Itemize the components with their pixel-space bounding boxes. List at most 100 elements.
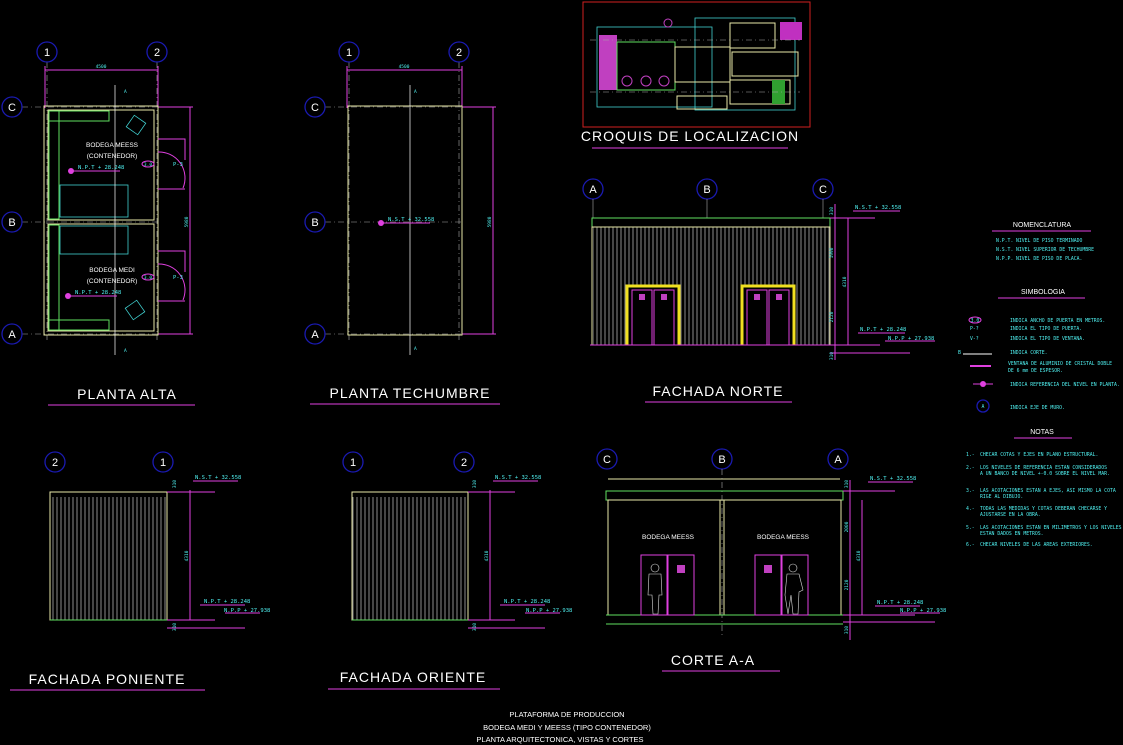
level-label: N.P.T + 28.248 (204, 599, 250, 605)
note-item: 1.- CHECAR COTAS Y EJES EN PLANO ESTRUCTU… (966, 452, 1098, 458)
svg-text:LOS NIVELES DE REFERENCIA ESTA: LOS NIVELES DE REFERENCIA ESTAN CONSIDER… (980, 465, 1107, 471)
svg-text:1990: 1990 (829, 247, 835, 258)
svg-text:B: B (311, 217, 318, 229)
section-mark: A (124, 89, 127, 95)
svg-text:V-?: V-? (970, 336, 979, 342)
level-label: N.S.T + 32.558 (855, 205, 901, 211)
svg-text:INDICA ANCHO DE PUERTA EN METR: INDICA ANCHO DE PUERTA EN METROS. (1010, 318, 1105, 324)
svg-text:2: 2 (52, 457, 58, 469)
axis-bubble-1: 1 (152, 451, 174, 473)
corte-a-a: C B A BODEGA MEESS BODEGA MEESS 310 2000… (596, 448, 946, 672)
section-mark: A (414, 89, 417, 95)
title-block: PLATAFORMA DE PRODUCCION BODEGA MEDI Y M… (476, 710, 651, 744)
axis-bubble-b: B (711, 448, 733, 470)
level-label: N.S.T + 32.558 (870, 476, 916, 482)
svg-text:4310: 4310 (842, 276, 848, 287)
svg-text:LAS ACOTACIONES ESTAN A EJES,: LAS ACOTACIONES ESTAN A EJES, ASI MISMO … (980, 488, 1116, 494)
svg-text:B: B (8, 217, 15, 229)
door (740, 284, 796, 346)
axis-bubble-a: A (304, 323, 326, 345)
axis-bubble-a: A (1, 323, 23, 345)
door (640, 554, 695, 616)
note-item: 5.-LAS ACOTACIONES ESTAN EN MILIMETROS Y… (966, 525, 1122, 537)
level-label: N.P.P + 27.938 (888, 336, 934, 342)
axis-bubble-2: 2 (146, 41, 168, 63)
svg-text:A: A (8, 329, 16, 341)
note-item: 4.-TODAS LAS MEDIDAS Y COTAS DEBERAN CHE… (966, 506, 1107, 518)
svg-text:2: 2 (461, 457, 467, 469)
svg-text:310: 310 (844, 480, 850, 488)
view-title: PLANTA TECHUMBRE (330, 385, 491, 401)
section-mark: A (414, 346, 417, 352)
svg-text:CHECAR COTAS Y EJES EN PLANO E: CHECAR COTAS Y EJES EN PLANO ESTRUCTURAL… (980, 452, 1098, 458)
axis-bubble-b: B (304, 211, 326, 233)
svg-text:B: B (703, 184, 710, 196)
svg-text:1: 1 (160, 457, 166, 469)
note-item: 2.- LOS NIVELES DE REFERENCIA ESTAN CONSI… (966, 465, 1110, 477)
svg-text:1: 1 (350, 457, 356, 469)
door (754, 554, 809, 616)
level-marker-icon (65, 293, 71, 299)
dim-length: 5980 (184, 216, 190, 227)
svg-text:A UN BANCO DE NIVEL +-0.0 SOBR: A UN BANCO DE NIVEL +-0.0 SOBRE EL NIVEL… (980, 471, 1110, 477)
note-item: 3.- LAS ACOTACIONES ESTAN A EJES, ASI MIS… (966, 488, 1116, 500)
axis-bubble-c: C (596, 448, 618, 470)
axis-bubble-1: 1 (36, 41, 58, 63)
level-label: N.S.T + 32.558 (195, 475, 241, 481)
svg-text:3.0: 3.0 (971, 318, 980, 324)
human-figure-icon (647, 563, 663, 615)
svg-text:A: A (834, 454, 842, 466)
room-sub: (CONTENEDOR) (87, 278, 138, 285)
door (625, 284, 681, 346)
door-type-tag: P-3 (173, 162, 183, 168)
room-name: BODEGA MEESS (757, 534, 810, 541)
svg-text:310: 310 (829, 207, 835, 215)
axis-bubble-b: B (1, 211, 23, 233)
planta-techumbre: 1 2 C B A 4500 5980 N.S.T + 32.558 A A P… (304, 41, 500, 405)
axis-bubble-1: 1 (338, 41, 360, 63)
axis-bubble-c: C (1, 96, 23, 118)
svg-text:1.-: 1.- (966, 452, 975, 458)
axis-bubble-a: A (827, 448, 849, 470)
view-title: FACHADA NORTE (653, 383, 784, 399)
svg-text:5.-: 5.- (966, 525, 975, 531)
svg-text:DE 6 mm DE ESPESOR.: DE 6 mm DE ESPESOR. (1008, 368, 1063, 374)
view-title: FACHADA ORIENTE (340, 669, 486, 685)
svg-text:4310: 4310 (484, 550, 490, 561)
door-width-icon (968, 316, 982, 324)
level-label: N.P.T + 28.248 (75, 290, 121, 296)
level-label: N.P.P + 27.938 (900, 608, 946, 614)
svg-text:P-?: P-? (970, 326, 979, 332)
svg-text:3.-: 3.- (966, 488, 975, 494)
level-label: N.P.T + 28.248 (504, 599, 550, 605)
svg-text:N.P.T.: N.P.T. (996, 238, 1013, 244)
door-width-tag: 3.0 (144, 275, 152, 281)
legend-heading: SIMBOLOGIA (1021, 289, 1065, 296)
svg-text:2: 2 (456, 47, 462, 59)
level-label: N.P.P + 27.938 (224, 608, 270, 614)
dim-width: 4500 (399, 64, 410, 70)
svg-text:310: 310 (829, 352, 835, 360)
project-title: PLATAFORMA DE PRODUCCION (509, 710, 624, 719)
svg-text:C: C (311, 102, 319, 114)
axis-bubble-a: A (582, 178, 604, 200)
svg-text:310: 310 (472, 623, 478, 631)
legend-heading: NOTAS (1030, 429, 1054, 436)
svg-text:1: 1 (44, 47, 50, 59)
svg-text:310: 310 (472, 480, 478, 488)
svg-text:A: A (589, 184, 597, 196)
section-cut-icon: B (958, 350, 992, 356)
level-label: N.P.T + 28.248 (78, 165, 124, 171)
axis-bubble-2: 2 (453, 451, 475, 473)
svg-text:2120: 2120 (829, 311, 835, 322)
level-label: N.P.T + 28.248 (860, 327, 906, 333)
svg-text:2.-: 2.- (966, 465, 975, 471)
svg-text:INDICA EJE DE MURO.: INDICA EJE DE MURO. (1010, 405, 1065, 411)
svg-text:1: 1 (346, 47, 352, 59)
svg-text:NIVEL DE PISO TERMINADO: NIVEL DE PISO TERMINADO (1016, 238, 1083, 244)
room-name: BODEGA MEDI (89, 267, 135, 274)
svg-text:4.-: 4.- (966, 506, 975, 512)
dim-width: 4500 (96, 64, 107, 70)
nomenclatura: NOMENCLATURA N.P.T.NIVEL DE PISO TERMINA… (992, 222, 1094, 262)
svg-text:CHECAR NIVELES DE LAS AREAS EX: CHECAR NIVELES DE LAS AREAS EXTERIORES. (980, 542, 1093, 548)
